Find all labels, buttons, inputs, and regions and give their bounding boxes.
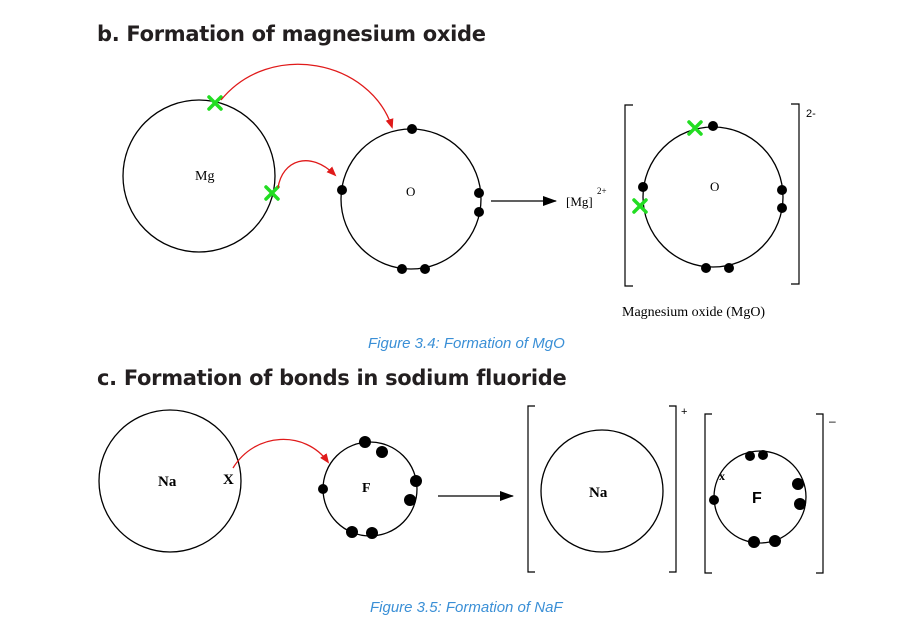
o-electron	[420, 264, 430, 274]
mg-label: Mg	[195, 169, 214, 184]
transferred-electron-cross-2	[632, 198, 648, 214]
na-ion: Na	[540, 429, 664, 553]
mg-electron-cross-2	[264, 185, 280, 201]
na-electron-x: X	[223, 472, 234, 488]
transferred-electron-cross-1	[687, 120, 703, 136]
fluoride-electron	[745, 451, 755, 461]
electron-transfer-arrow-2	[277, 160, 337, 189]
f-electron	[318, 484, 328, 494]
oxide-o-label: O	[710, 179, 719, 194]
na-ion-label: Na	[589, 485, 608, 501]
na-ion-shell	[540, 429, 664, 553]
mg-electron-cross-1	[207, 95, 223, 111]
o-shell	[340, 128, 482, 270]
fluoride-electron	[792, 478, 804, 490]
fluoride-electron	[769, 535, 781, 547]
o-atom: O	[337, 124, 484, 274]
f-atom: F	[318, 436, 422, 539]
f-electron	[346, 526, 358, 538]
f-ion-bracket	[704, 413, 824, 574]
o-electron	[474, 207, 484, 217]
section-c-heading: c. Formation of bonds in sodium fluoride	[97, 366, 567, 390]
left-bracket	[624, 104, 633, 287]
section-b-heading: b. Formation of magnesium oxide	[97, 22, 486, 46]
mg-ion-label: [Mg]	[566, 194, 593, 209]
oxide-electron	[777, 185, 787, 195]
oxide-electron	[777, 203, 787, 213]
electron-transfer-arrow-naf	[232, 438, 330, 469]
oxide-electron	[708, 121, 718, 131]
f-electron	[410, 475, 422, 487]
fluoride-ion: F x	[709, 450, 807, 548]
oxide-electron	[724, 263, 734, 273]
fluoride-electron	[748, 536, 760, 548]
o-electron	[337, 185, 347, 195]
mgo-product-caption: Magnesium oxide (MgO)	[622, 305, 765, 320]
f-electron	[404, 494, 416, 506]
f-ion-charge: –	[829, 414, 836, 428]
mg-atom: Mg	[122, 95, 280, 253]
oxide-electron	[701, 263, 711, 273]
na-shell	[98, 409, 242, 553]
oxide-electron	[638, 182, 648, 192]
mg-shell	[122, 99, 276, 253]
fluoride-transferred-x: x	[719, 469, 725, 483]
electron-transfer-arrow-1	[220, 63, 394, 129]
f-electron	[359, 436, 371, 448]
fluoride-electron	[758, 450, 768, 460]
fluoride-label: F	[752, 490, 762, 507]
fluoride-electron	[709, 495, 719, 505]
f-electron	[376, 446, 388, 458]
o-electron	[474, 188, 484, 198]
oxide-ion: O	[632, 120, 787, 273]
mgo-bracket	[624, 103, 800, 287]
o-label: O	[406, 184, 415, 199]
na-label: Na	[158, 474, 177, 490]
oxide-ion-charge: 2-	[806, 108, 816, 120]
na-ion-bracket	[527, 405, 677, 573]
mg-ion-charge: 2+	[597, 186, 607, 196]
figure-3-5-caption: Figure 3.5: Formation of NaF	[370, 599, 563, 616]
figure-3-4-caption: Figure 3.4: Formation of MgO	[368, 335, 565, 352]
fluoride-electron	[794, 498, 806, 510]
na-ion-charge: +	[681, 406, 687, 418]
f-label: F	[362, 481, 371, 496]
oxide-shell	[642, 126, 784, 268]
o-electron	[407, 124, 417, 134]
f-electron	[366, 527, 378, 539]
right-bracket	[791, 103, 800, 285]
na-atom: Na X	[98, 409, 242, 553]
o-electron	[397, 264, 407, 274]
